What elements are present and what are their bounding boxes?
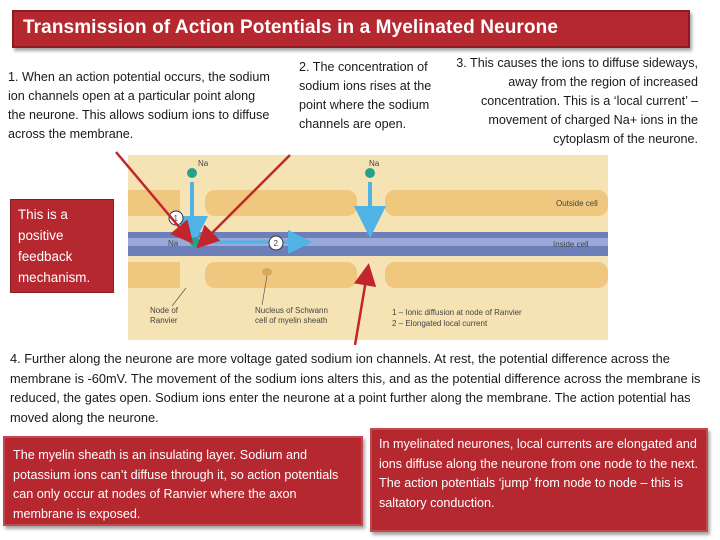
axon bbox=[128, 232, 608, 256]
na-label-top-1: Na bbox=[198, 159, 209, 168]
myelin-sheath-lower bbox=[128, 262, 608, 288]
na-label-inside: Na bbox=[168, 239, 179, 248]
sodium-ion bbox=[365, 168, 375, 178]
inside-cell-label: Inside cell bbox=[553, 240, 589, 249]
myelin-note-box: The myelin sheath is an insulating layer… bbox=[3, 436, 363, 526]
step-2-text: 2. The concentration of sodium ions rise… bbox=[299, 60, 432, 131]
pointer-arrow-step-2 bbox=[196, 154, 291, 249]
sodium-ion bbox=[187, 168, 197, 178]
legend-item-2: 2 – Elongated local current bbox=[392, 319, 488, 328]
step-1-text: 1. When an action potential occurs, the … bbox=[8, 70, 270, 141]
page-title: Transmission of Action Potentials in a M… bbox=[12, 10, 690, 48]
na-label-top-2: Na bbox=[369, 159, 380, 168]
step-3-text: 3. This causes the ions to diffuse sidew… bbox=[456, 56, 698, 146]
diagram-background bbox=[128, 155, 608, 340]
outside-cell-label: Outside cell bbox=[556, 199, 598, 208]
node-of-ranvier-label: Node of bbox=[150, 306, 179, 315]
legend-item-1: 1 – Ionic diffusion at node of Ranvier bbox=[392, 308, 522, 317]
node-of-ranvier-label: Ranvier bbox=[150, 316, 178, 325]
pointer-arrow-step-1 bbox=[115, 151, 194, 244]
schwann-nucleus-label: cell of myelin sheath bbox=[255, 316, 327, 325]
schwann-nucleus bbox=[262, 268, 272, 276]
step-4-text: 4. Further along the neurone are more vo… bbox=[10, 351, 701, 425]
marker-1: 1 bbox=[174, 214, 179, 223]
saltatory-note-box: In myelinated neurones, local currents a… bbox=[370, 428, 708, 532]
feedback-callout: This is a positive feedback mechanism. bbox=[10, 199, 114, 293]
marker-2: 2 bbox=[274, 239, 279, 248]
schwann-nucleus-label: Nucleus of Schwann bbox=[255, 306, 328, 315]
sodium-ion bbox=[190, 237, 200, 247]
pointer-arrow-step-4 bbox=[353, 263, 377, 346]
myelin-sheath-upper bbox=[128, 190, 608, 216]
